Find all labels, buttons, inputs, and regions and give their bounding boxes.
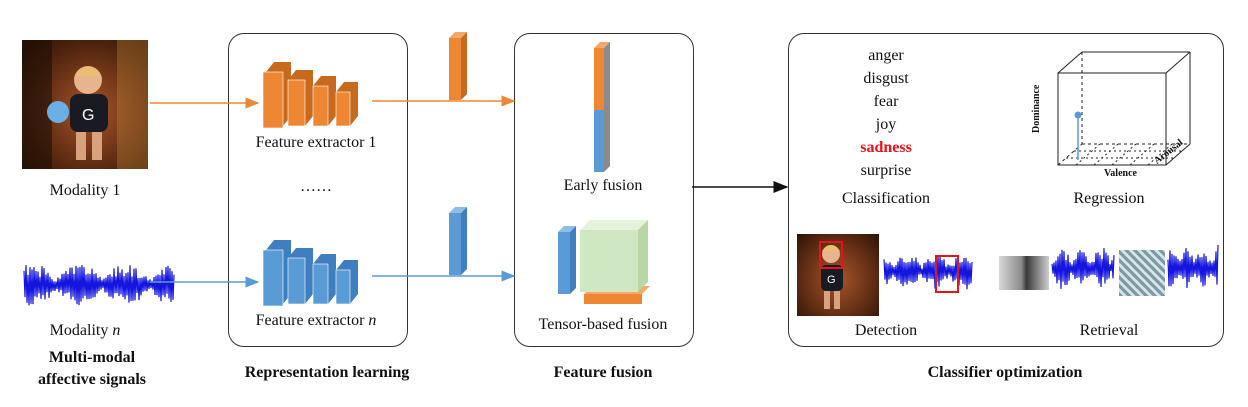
feature-vector-orange	[449, 32, 467, 100]
feature-extractor-n-blocks	[262, 240, 358, 307]
child-figure-icon: G	[22, 40, 148, 169]
ellipsis: ……	[300, 178, 332, 195]
retrieval-label: Retrieval	[1079, 322, 1139, 339]
retrieval-waveform-1	[1051, 248, 1115, 289]
input-title-line2: affective signals	[38, 371, 146, 388]
modality-1-image: G	[22, 40, 148, 169]
retrieval-image-1	[999, 256, 1049, 290]
modality-n-waveform	[23, 265, 175, 306]
modality-1-label: Modality 1	[49, 182, 121, 199]
emotion-item: fear	[873, 93, 899, 110]
axis-dominance-label: Dominance	[1031, 84, 1042, 133]
retrieval-waveform-2	[1167, 244, 1219, 289]
emotion-item: disgust	[863, 70, 909, 87]
early-fusion-label: Early fusion	[563, 177, 643, 194]
detection-highlight-box	[935, 255, 959, 293]
emotion-item: anger	[868, 47, 904, 64]
input-title-line1: Multi-modal	[48, 349, 136, 366]
feature-extractor-1-blocks	[262, 62, 358, 129]
regression-label: Regression	[1073, 190, 1145, 207]
feature-fusion-title: Feature fusion	[553, 364, 653, 381]
detection-label: Detection	[854, 322, 918, 339]
tensor-fusion-shape	[558, 220, 650, 304]
retrieval-image-2	[1119, 250, 1165, 296]
representation-learning-title: Representation learning	[244, 364, 410, 381]
classifier-optimization-title: Classifier optimization	[927, 364, 1083, 381]
svg-text:G: G	[827, 274, 836, 286]
svg-text:G: G	[82, 107, 94, 124]
early-fusion-vector	[594, 42, 610, 172]
emotion-item: surprise	[860, 162, 912, 179]
axis-valence-label: Valence	[1104, 168, 1137, 179]
feature-extractor-n-prefix: Feature extractor	[255, 312, 369, 329]
emotion-item: joy	[875, 116, 897, 133]
feature-extractor-n-var: n	[368, 312, 377, 329]
emotion-item-highlighted: sadness	[860, 139, 912, 156]
child-figure-icon: G	[819, 241, 843, 309]
regression-point	[1074, 111, 1082, 119]
face-detection-box	[819, 241, 843, 269]
classification-label: Classification	[842, 190, 930, 207]
modality-n-prefix: Modality	[49, 322, 113, 339]
emotion-list: anger disgust fear joy sadness surprise	[860, 44, 912, 182]
feature-extractor-1-label: Feature extractor 1	[255, 134, 377, 151]
detection-image: G	[797, 234, 879, 316]
modality-n-var: n	[112, 322, 121, 339]
tensor-fusion-label: Tensor-based fusion	[538, 316, 668, 333]
feature-extractor-n-label: Feature extractor n	[256, 312, 377, 330]
feature-vector-blue	[449, 207, 467, 275]
modality-n-label: Modality n	[50, 322, 121, 340]
